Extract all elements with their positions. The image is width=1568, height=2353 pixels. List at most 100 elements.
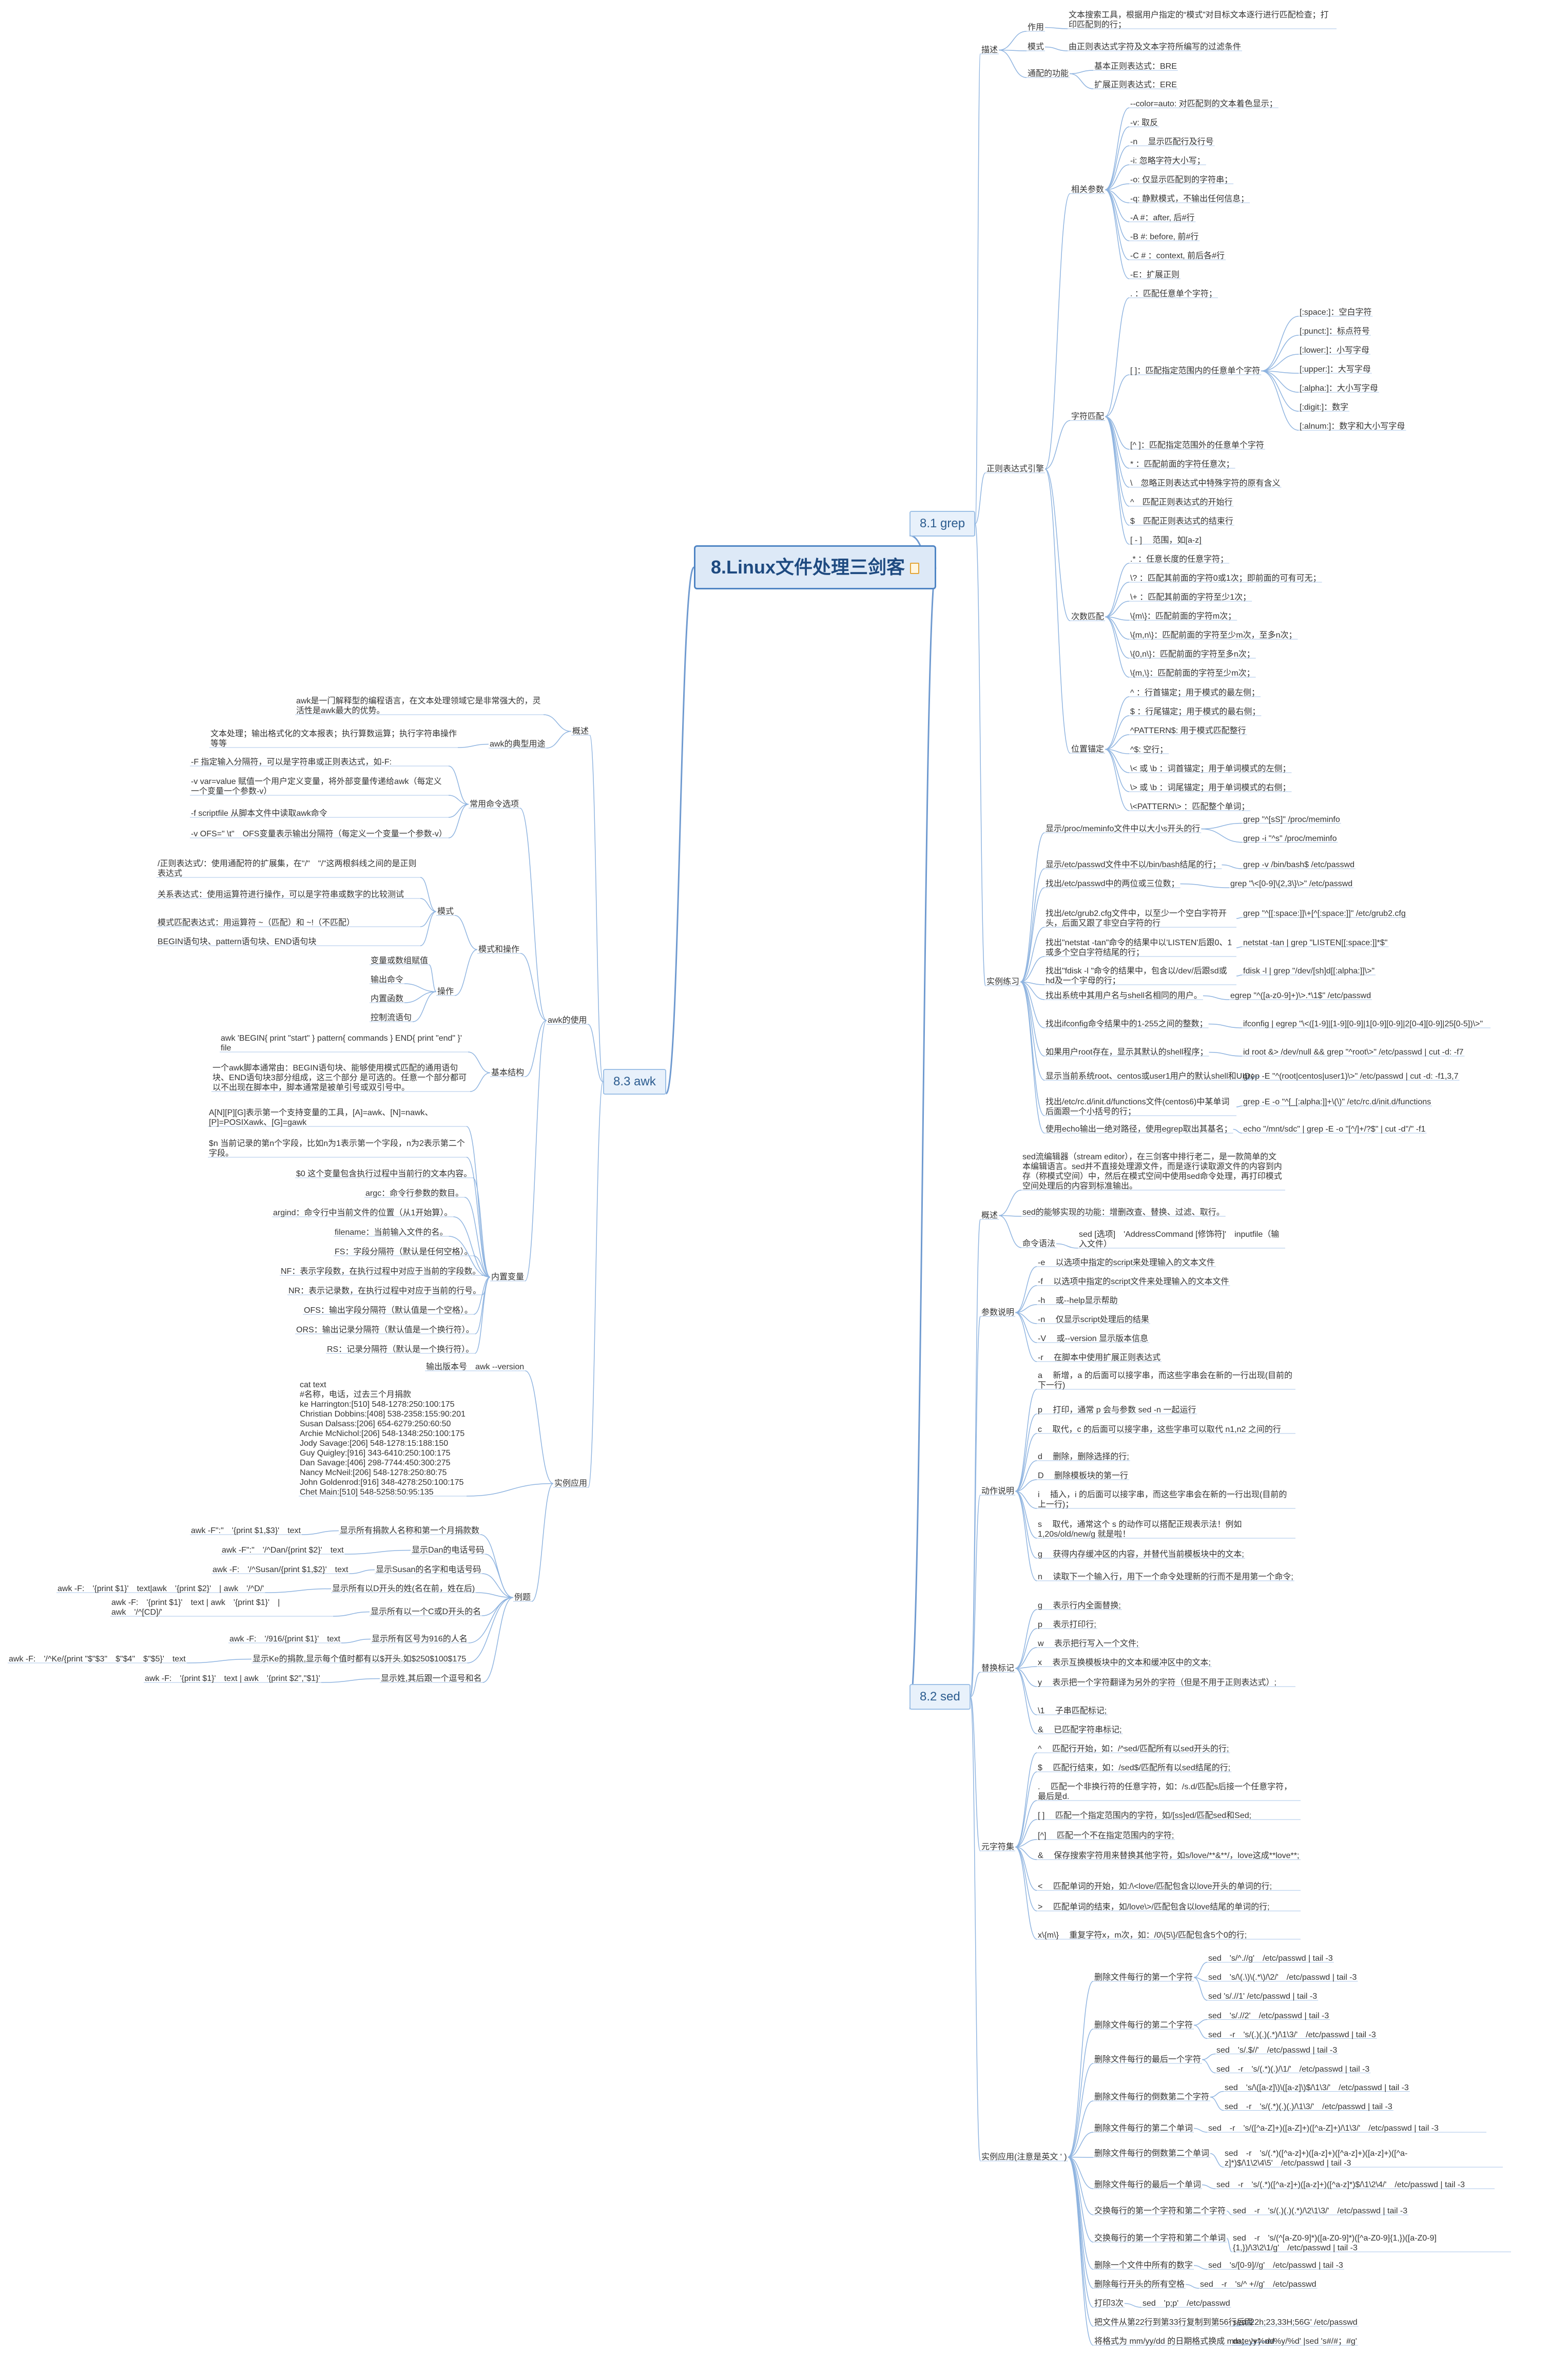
sed-example-cmd: sed -r 's/(.)(.)(.*)/\1\3/' /etc/passwd … (1208, 2030, 1376, 2039)
awk-option-item: -v var=value 赋值一个用户定义变量，将外部变量传递给awk（每定义一… (191, 777, 442, 796)
connector-line (1222, 864, 1243, 869)
connector-line (1015, 1668, 1037, 1687)
grep-practice-cmd: grep "^[[:space:]]\+[^[:space:]]" /etc/g… (1243, 909, 1406, 918)
awk-option-item: -F 指定输入分隔符，可以是字符串或正则表达式，如-F: (191, 758, 392, 767)
connector-line (1208, 1023, 1243, 1028)
sed-flag-item: x 表示互换模板块中的文本和缓冲区中的文本; (1038, 1658, 1211, 1667)
connector-line (1193, 1977, 1208, 2001)
connector-line (1105, 582, 1130, 618)
grep-practice-task: 找出"netstat -tan"命令的结果中以'LISTEN'后跟0、1或多个空… (1046, 939, 1232, 957)
sed-overview: 概述 (981, 1211, 998, 1220)
connector-line (1226, 2237, 1232, 2252)
grep-desc-zy: 作用 (1028, 23, 1044, 32)
connector-line (1045, 27, 1068, 29)
grep-practice-task: 找出/etc/rc.d/init.d/functions文件(centos6)中… (1046, 1098, 1230, 1116)
sed-overview-text: sed流编辑器（stream editor），在三剑客中排行老二，是一款简单的文… (1022, 1153, 1282, 1191)
sed-action-item: g 获得内存缓冲区的内容，并替代当前模板块中的文本; (1038, 1550, 1244, 1559)
sed-example-cmd: sed 's/[0-9]//g' /etc/passwd | tail -3 (1208, 2261, 1343, 2270)
awk-sample-file: cat text #名称，电话，过去三个月捐款 ke Harrington:[5… (300, 1381, 466, 1497)
grep-practice-task: 找出系统中其用户名与shell名相同的用户。 (1046, 991, 1202, 1000)
awk-builtin-var: $n 当前记录的第n个字段，比如n为1表示第一个字段，n为2表示第二个字段。 (209, 1139, 465, 1158)
sed-examples: 实例应用(注意是英文 ' ) (981, 2153, 1067, 2161)
awk-builtin-vars: 内置变量 (491, 1273, 525, 1281)
connector-line (1105, 749, 1130, 811)
sed-param-item: -V 或--version 显示版本信息 (1038, 1334, 1149, 1343)
awk-typical-use: awk的典型用途 (490, 740, 546, 749)
awk-example-cmd: awk -F: '{print $1}' text|awk '{print $2… (57, 1584, 264, 1593)
grep-practice-task: 找出/etc/passwd中的两位或三位数； (1046, 879, 1179, 888)
connector-line (1105, 749, 1130, 792)
connector-line (1020, 832, 1045, 983)
connector-line (975, 472, 986, 524)
connector-line (1194, 2265, 1208, 2270)
sed-action-item: c 取代，c 的后面可以接字串，这些字串可以取代 n1,n2 之间的行 (1038, 1425, 1281, 1434)
awk-example-desc: 显示所有捐款人名称和第一个月捐款数 (340, 1526, 480, 1535)
connector-line (1236, 917, 1243, 919)
awk-builtin-var: $0 这个变量包含执行过程中当前行的文本内容。 (296, 1170, 472, 1178)
connector-line (1105, 416, 1130, 545)
connector-line (448, 804, 469, 838)
grep-practice-cmd: grep -E "^(root|centos|user1)\>" /etc/pa… (1243, 1072, 1459, 1081)
connector-line (1020, 868, 1045, 983)
grep-pos-item: \< 或 \b ：词首锚定；用于单词模式的左侧； (1130, 764, 1291, 773)
grep-practice-cmd: grep -i "^s" /proc/meminfo (1243, 834, 1337, 843)
connector-line (1233, 1128, 1243, 1134)
grep-pos-item: ^ ：行首锚定；用于模式的最左侧； (1130, 688, 1260, 697)
connector-line (1105, 164, 1130, 190)
connector-line (302, 1530, 339, 1535)
connector-line (1015, 1668, 1037, 1715)
grep-cm-item: $ 匹配正则表达式的结束行 (1130, 517, 1233, 526)
awk-mode-op: 模式和操作 (478, 945, 520, 954)
sed-metachars: 元字符集 (981, 1843, 1015, 1851)
connector-line (1236, 974, 1243, 977)
awk-example-cmd: awk -F: '{print $1}' text | awk '{print … (145, 1674, 320, 1683)
awk-example-cmd: awk -F: '/916/{print $1}' text (229, 1635, 340, 1643)
grep-cm-item: * ：匹配前面的字符任意次； (1130, 460, 1234, 469)
sed-example-cmd: sed '22h;23,33H;56G' /etc/passwd (1233, 2318, 1358, 2327)
grep-regex: 正则表达式引擎 (986, 465, 1044, 473)
grep-pos-item: ^$: 空行； (1130, 745, 1168, 754)
connector-line (1020, 981, 1045, 1000)
sed-param-item: -f 以选项中指定的script文件来处理输入的文本文件 (1038, 1277, 1229, 1286)
connector-line (448, 804, 469, 818)
connector-line (1236, 946, 1243, 948)
connector-line (1068, 2132, 1094, 2158)
grep-practice-task: 显示/proc/meminfo文件中以大小s开头的行 (1046, 825, 1201, 833)
connector-line (333, 1611, 370, 1617)
awk-example-desc: 显示所有以一个C或D开头的名 (371, 1608, 481, 1616)
grep-practice-cmd: fdisk -l | grep "/dev/[sh]d[[:alpha:]]\>… (1243, 967, 1375, 975)
connector-line (454, 949, 478, 996)
grep-pos-item: \> 或 \b ：词尾锚定；用于单词模式的右侧； (1130, 783, 1291, 792)
sed-param-item: -h 或--help显示帮助 (1038, 1296, 1118, 1305)
sed-example-cmd: date '+%m/%y/%d' |sed 's#/#；#g' (1233, 2337, 1357, 2346)
connector-line (1015, 1460, 1037, 1492)
grep-count-item: \{m,\}：匹配前面的字符至少m次； (1130, 669, 1255, 678)
grep-params: 相关参数 (1071, 185, 1105, 194)
connector-line (1124, 2303, 1142, 2308)
sed-actions: 动作说明 (981, 1487, 1015, 1496)
grep-desc-ms: 模式 (1028, 43, 1044, 51)
sed-meta-item: . 匹配一个非换行符的任意字符，如：/s.d/匹配s后接一个任意字符，最后是d. (1038, 1783, 1292, 1801)
connector-line (485, 1554, 514, 1598)
connector-line (341, 1638, 371, 1643)
connector-line (998, 49, 1027, 78)
grep-char-class: [:alnum:]：数字和大小写字母 (1300, 422, 1405, 431)
awk-example-cmd: awk -F":" '/^Dan/{print $2}' text (222, 1546, 344, 1555)
connector-line (1015, 1413, 1037, 1492)
grep-practice-cmd: grep "^[sS]" /proc/meminfo (1243, 815, 1340, 824)
grep-count-item: \{m\}：匹配前面的字符m次； (1130, 612, 1236, 621)
connector-line (1210, 2096, 1224, 2111)
connector-line (1068, 2156, 1094, 2158)
grep-cm-item: \ 忽略正则表达式中特殊字符的原有含义 (1130, 479, 1281, 488)
awk-builtin-var: RS：记录分隔符（默认是一个换行符）。 (327, 1345, 474, 1354)
grep-count-item: .* ：任意长度的任意字符； (1130, 555, 1229, 564)
grep-desc-tp-ext: 扩展正则表达式：ERE (1094, 81, 1177, 89)
connector-line (1015, 1490, 1037, 1539)
connector-line (975, 53, 981, 524)
connector-line (1015, 1846, 1037, 1860)
connector-line (1186, 2284, 1199, 2289)
connector-line (970, 1219, 981, 1697)
awk-example-cmd: awk -F: '/^Susan/{print $1,$2}' text (212, 1565, 349, 1574)
connector-line (1045, 46, 1068, 51)
sed-cmd-syntax-text: sed [选项] 'AddressCommand [修饰符]' inputfil… (1079, 1230, 1280, 1249)
